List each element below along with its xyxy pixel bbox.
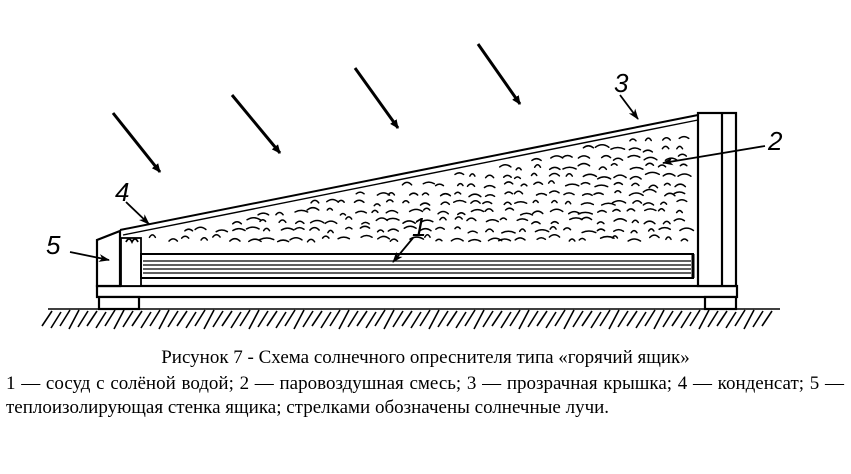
salt-water-vessel xyxy=(140,253,695,279)
foot-left xyxy=(97,295,141,311)
base-beam xyxy=(95,284,739,299)
sun-rays xyxy=(111,43,522,173)
label-3: 3 xyxy=(614,68,629,98)
sun-ray-arrow xyxy=(230,94,282,154)
sun-ray-arrow xyxy=(476,43,522,105)
transparent-cover xyxy=(119,114,699,236)
insulating-wall-right xyxy=(696,111,738,288)
label-4: 4 xyxy=(115,177,129,207)
leader-lines xyxy=(69,94,766,263)
figure-caption: Рисунок 7 - Схема солнечного опреснителя… xyxy=(161,347,690,368)
condensate-trough xyxy=(120,237,142,287)
sun-ray-arrow xyxy=(353,67,400,129)
label-2: 2 xyxy=(767,126,783,156)
sun-ray-arrow xyxy=(111,112,162,173)
label-1: 1 xyxy=(412,212,426,242)
ground xyxy=(41,308,780,330)
foot-right xyxy=(703,295,738,311)
vapor-air-mixture xyxy=(148,135,695,243)
figure-legend: 1 — сосуд с солёной водой; 2 — паровозду… xyxy=(6,373,844,418)
solar-still-diagram: 1 2 3 4 5 xyxy=(41,43,783,330)
label-5: 5 xyxy=(46,230,61,260)
box-structure xyxy=(95,111,739,311)
